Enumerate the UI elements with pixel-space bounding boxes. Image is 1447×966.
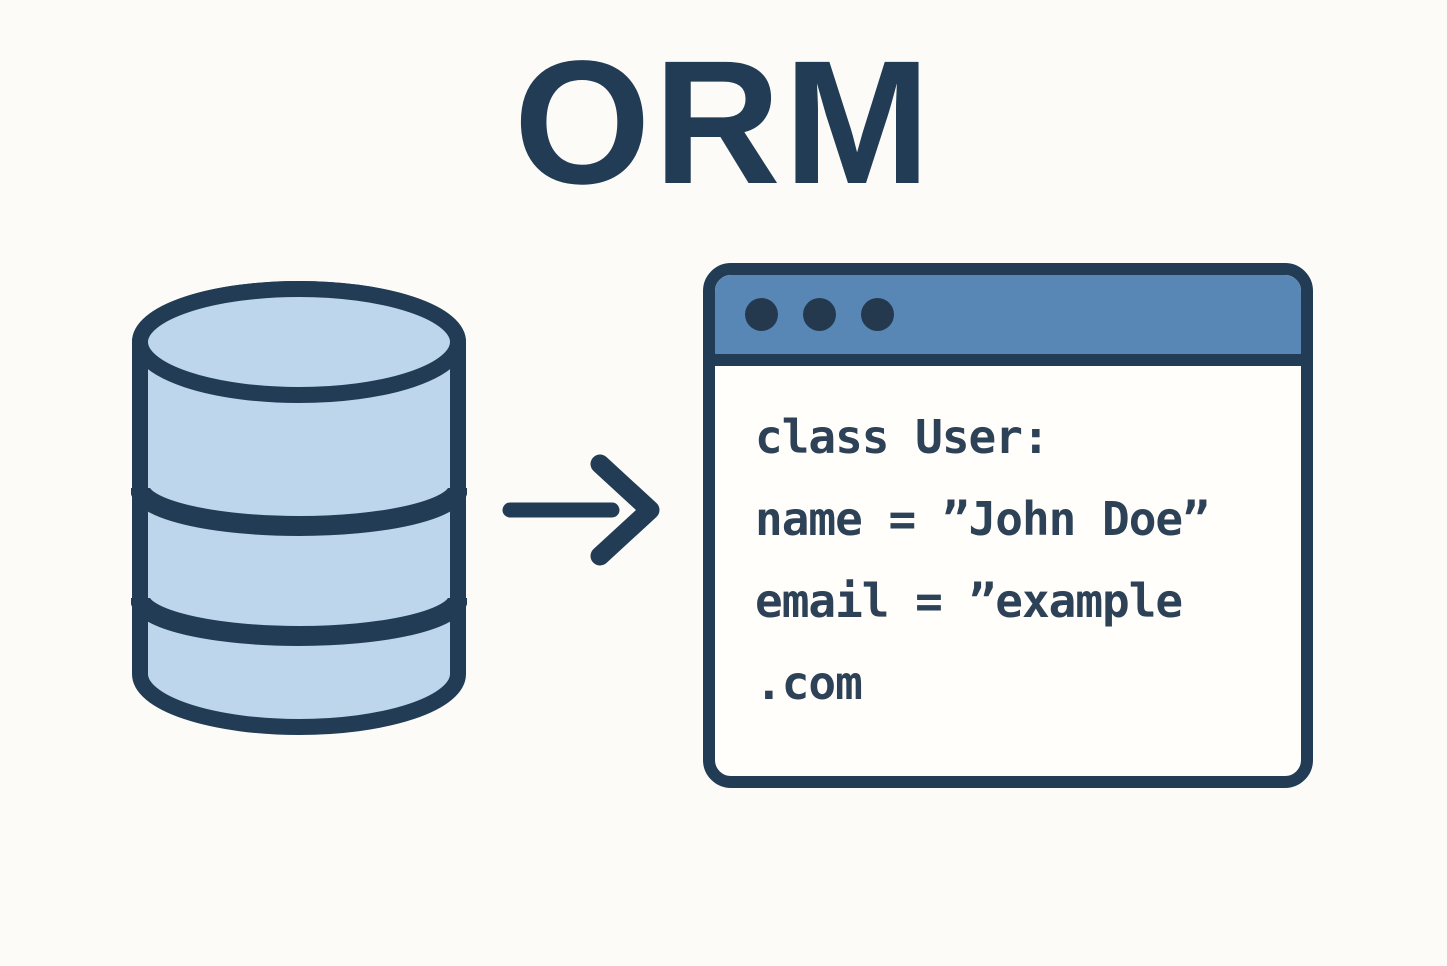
code-window: class User: name = ”John Doe” email = ”e… [703, 263, 1313, 788]
code-line: name = ”John Doe” [755, 492, 1210, 546]
code-line: class User: [755, 410, 1050, 464]
code-line: email = ”example [755, 574, 1183, 628]
database-band-2 [131, 596, 467, 646]
code-content: class User: name = ”John Doe” email = ”e… [715, 366, 1301, 724]
code-line: .com [755, 656, 863, 710]
database-top-ellipse [132, 281, 466, 403]
database-band-1 [131, 486, 467, 536]
window-dot-icon [745, 298, 778, 331]
window-dot-icon [803, 298, 836, 331]
arrow-head [590, 454, 660, 566]
database-icon [131, 281, 467, 735]
page-title: ORM [513, 25, 934, 221]
window-dot-icon [861, 298, 894, 331]
window-titlebar [715, 275, 1301, 366]
right-arrow-icon [502, 454, 660, 566]
